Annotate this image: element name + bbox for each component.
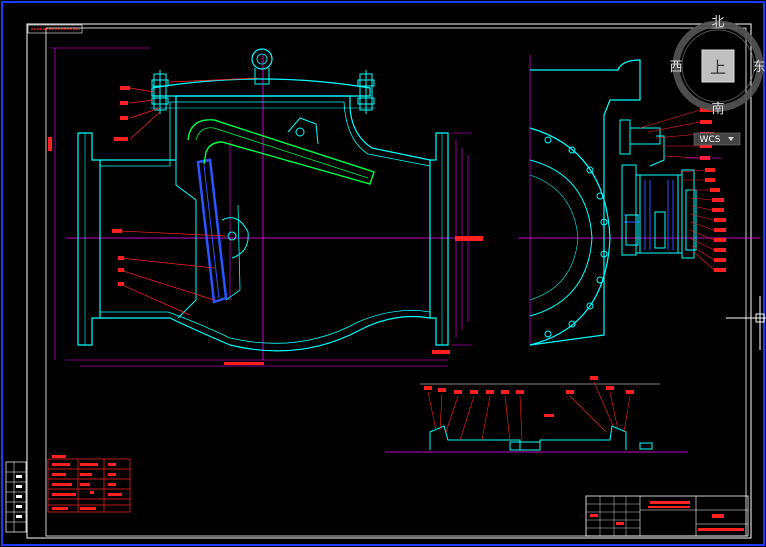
body-bottom-outline: [100, 315, 431, 352]
swing-arm: [187, 119, 375, 185]
view-cube-face-label: 上: [710, 58, 726, 77]
flange-bolt-holes: [544, 136, 608, 338]
left-flange: [77, 132, 101, 346]
wcs-menu-button[interactable]: [693, 132, 741, 146]
view-cube-navigator[interactable]: 上 北 南 西 东 WCS: [669, 15, 766, 146]
right-flange: [429, 132, 449, 346]
front-view-section: [48, 47, 483, 367]
compass-west[interactable]: 西: [669, 60, 682, 75]
hinge-pin: [227, 231, 237, 241]
lifting-eye: [251, 48, 273, 70]
compass-north[interactable]: 北: [711, 15, 724, 30]
cover-bolt-left: [151, 70, 169, 114]
wcs-dropdown-icon: [728, 137, 734, 141]
sheet-frame-outer: [26, 23, 752, 539]
side-view-leaders: [639, 109, 715, 271]
title-block: [585, 495, 749, 537]
sheet-frame-inner: [45, 27, 747, 537]
revision-strip: [5, 461, 27, 533]
dimension-labels: [48, 137, 483, 365]
crosshair-cursor: [726, 296, 766, 350]
wcs-label: WCS: [700, 135, 721, 145]
compass-east[interactable]: 东: [752, 60, 765, 75]
part-leader-markers: [112, 86, 130, 286]
seat-wall: [175, 160, 197, 319]
gland-assembly: [619, 119, 695, 259]
detail-view-bottom: [385, 376, 688, 453]
technical-data-table: [47, 455, 131, 513]
compass-south[interactable]: 南: [711, 101, 724, 117]
bonnet-cover: [151, 78, 371, 97]
part-leaders-left: [119, 77, 259, 316]
swing-disc: [196, 158, 228, 304]
gland-hatching: [624, 180, 674, 250]
cover-bolt-right: [357, 70, 375, 114]
view-cube-face[interactable]: [701, 49, 735, 83]
side-view-section: [518, 55, 760, 346]
body-top-outline: [100, 95, 431, 161]
drawing-number-box-top: [27, 24, 83, 34]
